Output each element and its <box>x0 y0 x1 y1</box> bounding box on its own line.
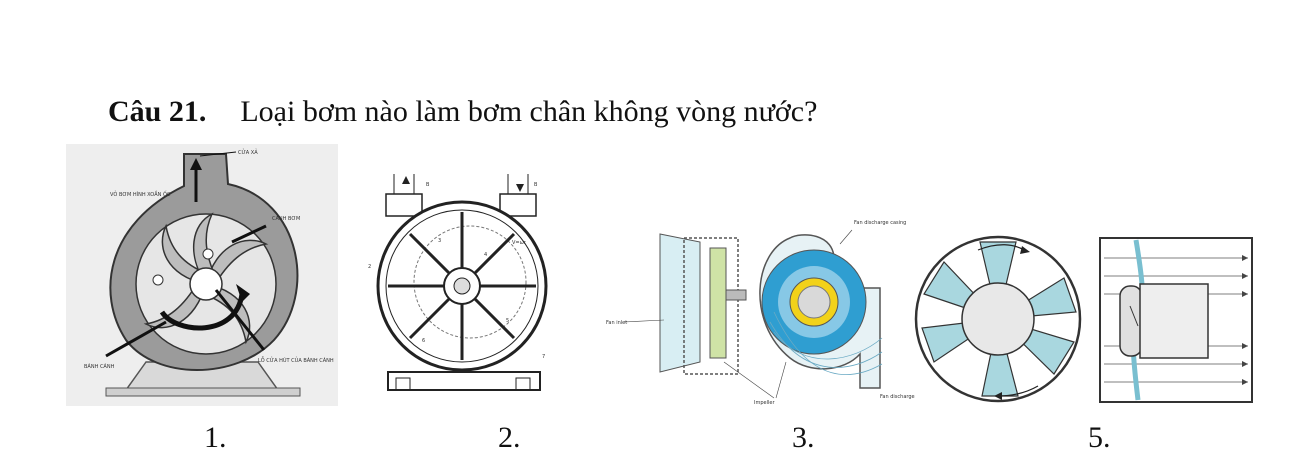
label-2: 2 <box>368 264 371 270</box>
label-4: 4 <box>484 252 487 258</box>
figure-1-caption: 1. <box>204 421 227 454</box>
question-text: Loại bơm nào làm bơm chân không vòng nướ… <box>240 95 818 128</box>
label-banh-canh: BÁNH CÁNH <box>84 363 115 370</box>
label-fan-discharge: Fan discharge <box>880 394 915 400</box>
label-vo-bom: VỎ BƠM HÌNH XOẮN ỐC <box>110 190 171 198</box>
label-velocity: V=ωr <box>512 240 527 246</box>
figure-1-centrifugal-pump[interactable]: CỬA XẢ VỎ BƠM HÌNH XOẮN ỐC CÁNH BƠM LỖ C… <box>66 144 338 406</box>
label-lo-cua-hut: LỖ CỬA HÚT CỦA BÁNH CÁNH <box>258 356 334 364</box>
label-b-right: B <box>534 182 538 188</box>
label-impeller: Impeller <box>754 400 775 406</box>
figure-2-caption: 2. <box>498 421 521 454</box>
figure-2-liquid-ring-pump[interactable]: B B 2 3 4 5 6 7 V=ωr <box>366 172 566 404</box>
question-number: Câu 21. <box>108 95 207 128</box>
label-b-left: B <box>426 182 430 188</box>
label-3: 3 <box>438 238 441 244</box>
label-7: 7 <box>542 354 545 360</box>
figure-5-caption: 5. <box>1088 421 1111 454</box>
label-fan-inlet: Fan inlet <box>606 320 627 326</box>
label-6: 6 <box>422 338 425 344</box>
label-cua-xa: CỬA XẢ <box>238 148 258 156</box>
label-5: 5 <box>506 318 509 324</box>
label-canh-bom: CÁNH BƠM <box>272 215 300 222</box>
figure-3-centrifugal-fan[interactable]: Fan discharge casing Fan inlet Impeller … <box>604 212 916 408</box>
label-fan-discharge-casing: Fan discharge casing <box>854 220 906 226</box>
question: Câu 21. Loại bơm nào làm bơm chân không v… <box>108 92 817 132</box>
figure-4-axial-fan-front[interactable] <box>914 234 1082 404</box>
figure-5-axial-fan-side[interactable] <box>1098 236 1254 404</box>
figure-3-caption: 3. <box>792 421 815 454</box>
